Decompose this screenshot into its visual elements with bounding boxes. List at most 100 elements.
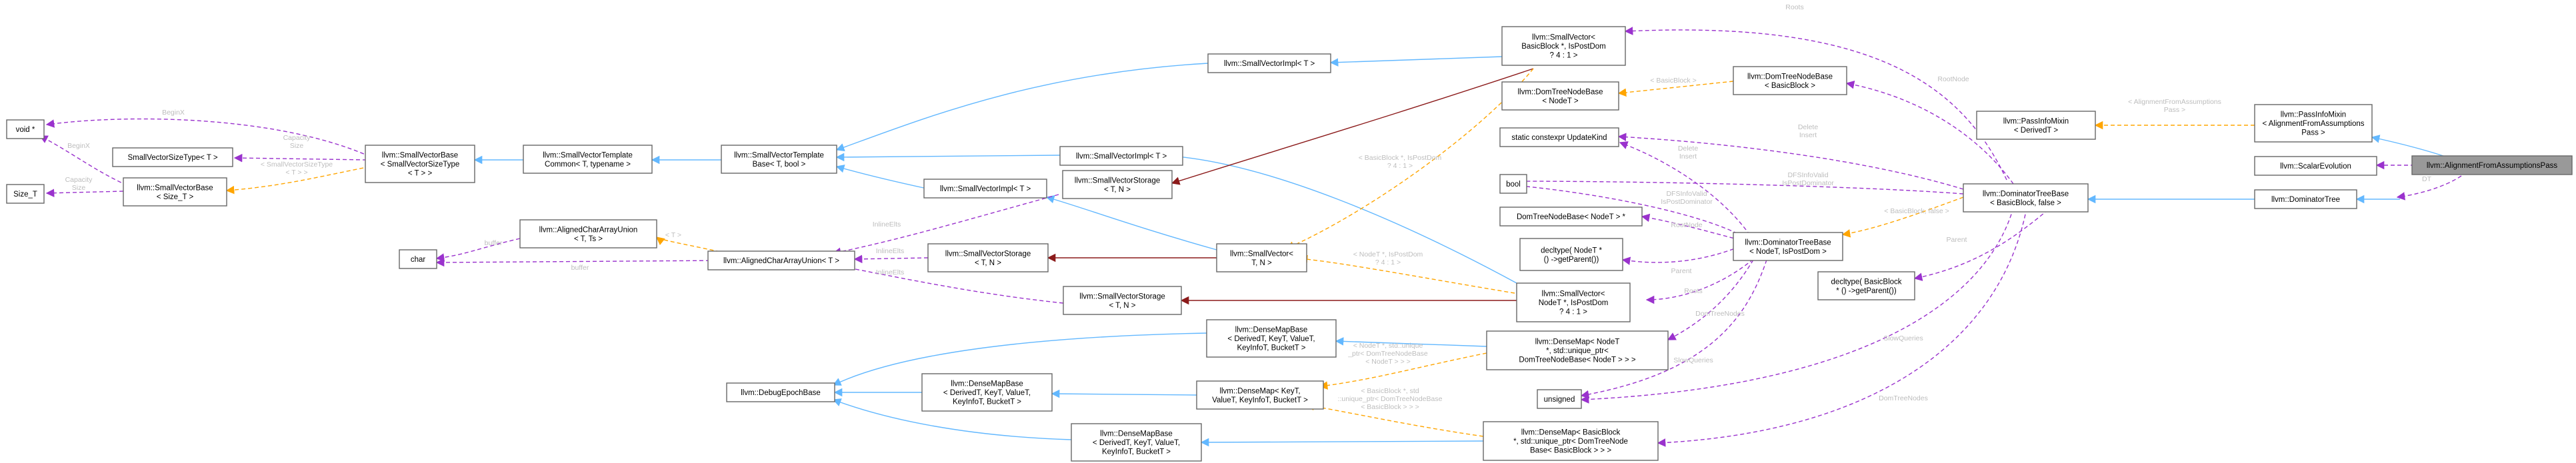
node-label-line: ? 4 : 1 > — [1550, 52, 1578, 60]
edge-svslow2-inline-acau — [832, 262, 1064, 304]
edge-dmnodet-to-dmb1 — [1335, 337, 1487, 347]
edge-label: < BasicBlock, false > — [1884, 207, 1949, 215]
edge-label: Roots — [1785, 3, 1803, 11]
node-alignmentfromassumptionspass[interactable]: llvm::AlignmentFromAssumptionsPass — [2411, 155, 2573, 175]
edge-label: < BasicBlock *, IsPostDom? 4 : 1 > — [1359, 154, 1442, 170]
node-label-line: llvm::DenseMapBase — [1235, 326, 1308, 334]
edge-dtbbb-roots-svbb — [1624, 27, 2007, 181]
node-densemapbase-3[interactable]: llvm::DenseMapBase< DerivedT, KeyT, Valu… — [1071, 423, 1202, 462]
node-smallvectorimpl-mid2[interactable]: llvm::SmallVectorImpl< T > — [923, 179, 1047, 199]
node-label-line: llvm::SmallVectorImpl< T > — [940, 185, 1031, 193]
node-smallvector-basicblock[interactable]: llvm::SmallVector<BasicBlock *, IsPostDo… — [1501, 26, 1626, 66]
node-densemap-nodet[interactable]: llvm::DenseMap< NodeT*, std::unique_ptr<… — [1486, 330, 1669, 370]
node-dominatortree[interactable]: llvm::DominatorTree — [2254, 189, 2357, 209]
node-label-line: < SmallVectorSizeType — [381, 161, 460, 169]
node-char[interactable]: char — [399, 249, 437, 269]
edge-label: RootNode — [1937, 75, 1969, 83]
edge-svimid2-to-svtb — [835, 165, 927, 189]
edge-dtbbb-slowqueries-unsigned — [1580, 207, 2014, 404]
edge-label: Capacity — [283, 134, 311, 142]
edge-label: < NodeT *, std::unique_ptr< DomTreeNodeB… — [1347, 342, 1428, 366]
node-label-line: SmallVectorSizeType< T > — [127, 154, 217, 162]
node-smallvectorbase-size-t[interactable]: llvm::SmallVectorBase< Size_T > — [123, 177, 227, 207]
node-domtreenodebase-nodet[interactable]: llvm::DomTreeNodeBase< NodeT > — [1501, 81, 1619, 111]
edge-dtbnodet-dfs-bool — [1512, 181, 1744, 237]
node-label-line: llvm::AlignedCharArrayUnion< T > — [723, 257, 839, 265]
node-static-updatekind[interactable]: static constexpr UpdateKind — [1499, 127, 1619, 147]
node-densemapbase-1[interactable]: llvm::DenseMapBase< DerivedT, KeyT, Valu… — [1206, 319, 1337, 358]
node-label-line: llvm::SmallVectorBase — [382, 152, 458, 160]
node-bool[interactable]: bool — [1499, 174, 1527, 194]
node-alignedchararrayunion-t[interactable]: llvm::AlignedCharArrayUnion< T > — [707, 250, 855, 270]
node-decltype-basicblock[interactable]: decltype( BasicBlock* () ->getParent()) — [1817, 271, 1915, 300]
node-label-line: char — [411, 256, 426, 264]
node-label-line: llvm::SmallVectorImpl< T > — [1224, 60, 1315, 68]
node-smallvectorimpl-top[interactable]: llvm::SmallVectorImpl< T > — [1207, 53, 1331, 73]
node-passinfomixin-derivedt[interactable]: llvm::PassInfoMixin< DerivedT > — [1976, 111, 2096, 140]
node-smallvector-nodet[interactable]: llvm::SmallVector<NodeT *, IsPostDom? 4 … — [1516, 282, 1631, 322]
node-densemapbase-2[interactable]: llvm::DenseMapBase< DerivedT, KeyT, Valu… — [921, 373, 1053, 412]
node-label-line: static constexpr UpdateKind — [1511, 134, 1607, 142]
edge-label: BeginX — [162, 109, 185, 117]
node-label-line: void * — [16, 126, 35, 134]
edge-label: Parent — [1947, 236, 1967, 244]
node-smallvectorsizetype[interactable]: SmallVectorSizeType< T > — [112, 147, 233, 167]
node-domtreenodebase-ptr[interactable]: DomTreeNodeBase< NodeT > * — [1499, 207, 1643, 227]
node-label-line: llvm::DenseMapBase — [1100, 430, 1173, 438]
edge-label: RootNode — [1671, 221, 1702, 229]
edge-label: < NodeT *, IsPostDom? 4 : 1 > — [1353, 250, 1423, 266]
node-smallvectorimpl-mid1[interactable]: llvm::SmallVectorImpl< T > — [1059, 146, 1183, 166]
node-dominatortreebase-basicblock[interactable]: llvm::DominatorTreeBase< BasicBlock, fal… — [1963, 183, 2089, 213]
node-smallvectorbase-sizetype[interactable]: llvm::SmallVectorBase< SmallVectorSizeTy… — [365, 145, 475, 183]
node-label-line: KeyInfoT, BucketT > — [953, 398, 1021, 406]
node-size-t[interactable]: Size_T — [6, 184, 45, 204]
node-smallvectorstorage-low1[interactable]: llvm::SmallVectorStorage< T, N > — [927, 243, 1049, 272]
node-label-line: < BasicBlock, false > — [1990, 199, 2061, 207]
node-smallvector-t-n[interactable]: llvm::SmallVector<T, N > — [1216, 243, 1307, 272]
node-alignedchararrayunion-ts[interactable]: llvm::AlignedCharArrayUnion< T, Ts > — [519, 219, 657, 248]
node-label-line: < BasicBlock > — [1765, 82, 1815, 90]
node-scalarevolution[interactable]: llvm::ScalarEvolution — [2254, 156, 2377, 176]
node-label-line: < NodeT, IsPostDom > — [1749, 248, 1827, 256]
edge-svslow1-inline-acau — [853, 254, 929, 264]
edge-svbsize-beginx-void — [39, 135, 134, 189]
edge-label: SlowQueries — [1883, 334, 1923, 342]
node-void-ptr[interactable]: void * — [6, 119, 45, 139]
node-decltype-nodet[interactable]: decltype( NodeT * () ->getParent()) — [1519, 238, 1623, 271]
node-densemap-keyt[interactable]: llvm::DenseMap< KeyT,ValueT, KeyInfoT, B… — [1196, 380, 1324, 410]
node-domtreenodebase-basicblock[interactable]: llvm::DomTreeNodeBase< BasicBlock > — [1733, 66, 1847, 95]
edge-svnodet-from-svecTN — [1299, 254, 1515, 294]
node-label-line: llvm::SmallVectorImpl< T > — [1076, 153, 1167, 161]
node-smallvectorstorage-low2[interactable]: llvm::SmallVectorStorage< T, N > — [1063, 286, 1182, 315]
edge-svb-beginx-void — [45, 118, 371, 157]
node-label-line: decltype( BasicBlock — [1831, 278, 1901, 286]
node-label-line: ValueT, KeyInfoT, BucketT > — [1212, 396, 1308, 404]
edge-svbsize-capacity-size — [45, 189, 124, 198]
node-label-line: llvm::SmallVectorStorage — [1079, 292, 1165, 300]
node-smallvectorstorage-mid[interactable]: llvm::SmallVectorStorage< T, N > — [1062, 170, 1173, 199]
node-label-line: Pass > — [2301, 129, 2325, 137]
edge-svbb-to-svitop — [1329, 56, 1503, 67]
node-passinfomixin-afa[interactable]: llvm::PassInfoMixin< AlignmentFromAssump… — [2254, 104, 2373, 143]
node-label-line: Base< T, bool > — [753, 161, 806, 169]
node-label-line: < DerivedT, KeyT, ValueT, — [1093, 439, 1180, 447]
node-label-line: llvm::DenseMap< KeyT, — [1219, 387, 1300, 395]
node-label-line: llvm::DenseMap< BasicBlock — [1521, 429, 1621, 437]
edge-label: InlineElts — [873, 221, 901, 229]
edge-dtbnodet-roots-svnodet — [1645, 258, 1754, 304]
node-debugepochbase[interactable]: llvm::DebugEpochBase — [726, 382, 835, 402]
node-label-line: decltype( NodeT * — [1541, 246, 1602, 254]
edge-svbb-to-svsmid — [1171, 68, 1534, 185]
edge-dmb1-to-debug — [832, 332, 1207, 386]
node-dominatortreebase-nodet[interactable]: llvm::DominatorTreeBase< NodeT, IsPostDo… — [1733, 232, 1843, 261]
node-unsigned[interactable]: unsigned — [1537, 389, 1582, 409]
node-densemap-basicblock[interactable]: llvm::DenseMap< BasicBlock*, std::unique… — [1483, 421, 1659, 461]
